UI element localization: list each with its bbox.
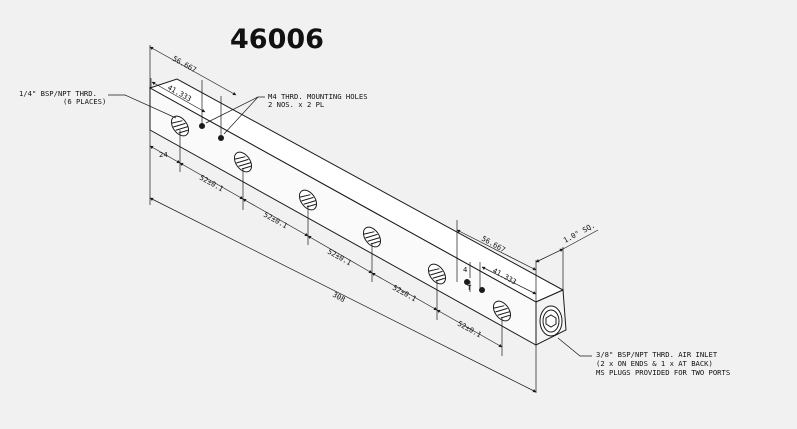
- leader-lines: [108, 94, 592, 357]
- part-number: 46006: [230, 24, 324, 55]
- dim-small-4: 4: [463, 265, 467, 274]
- note-inlet-line3: MS PLUGS PROVIDED FOR TWO PORTS: [596, 368, 730, 377]
- mounting-hole: [199, 123, 205, 129]
- dim-left-outer: 56.667: [171, 54, 198, 74]
- dim-small-t: T: [467, 283, 472, 292]
- dim-total-length: 308: [331, 290, 347, 304]
- dim-pitch-4: 52±0.1: [391, 283, 418, 303]
- note-inlet-line1: 3/8" BSP/NPT THRD. AIR INLET: [596, 350, 718, 359]
- dim-section: 1.0" SQ.: [562, 221, 597, 245]
- bar-front-face: [149, 87, 537, 346]
- dim-pitch-5: 52±0.1: [456, 319, 483, 339]
- dimension-lines: [149, 46, 599, 393]
- end-inlet-port: [539, 305, 563, 337]
- dim-first-port: 24: [159, 150, 168, 159]
- dim-pitch-1: 52±0.1: [198, 173, 225, 193]
- note-m4-line1: M4 THRD. MOUNTING HOLES: [268, 92, 368, 101]
- note-bsp-ports-line1: 1/4" BSP/NPT THRD.: [19, 89, 97, 98]
- note-m4-line2: 2 NOS. x 2 PL: [268, 100, 324, 109]
- note-inlet-line2: (2 x ON ENDS & 1 x AT BACK): [596, 359, 713, 368]
- mounting-hole: [218, 135, 224, 141]
- dim-pitch-3: 52±0.1: [326, 247, 353, 267]
- hex-socket-icon: [545, 314, 557, 328]
- note-bsp-ports-line2: (6 PLACES): [63, 97, 106, 106]
- dim-pitch-2: 52±0.1: [262, 210, 289, 230]
